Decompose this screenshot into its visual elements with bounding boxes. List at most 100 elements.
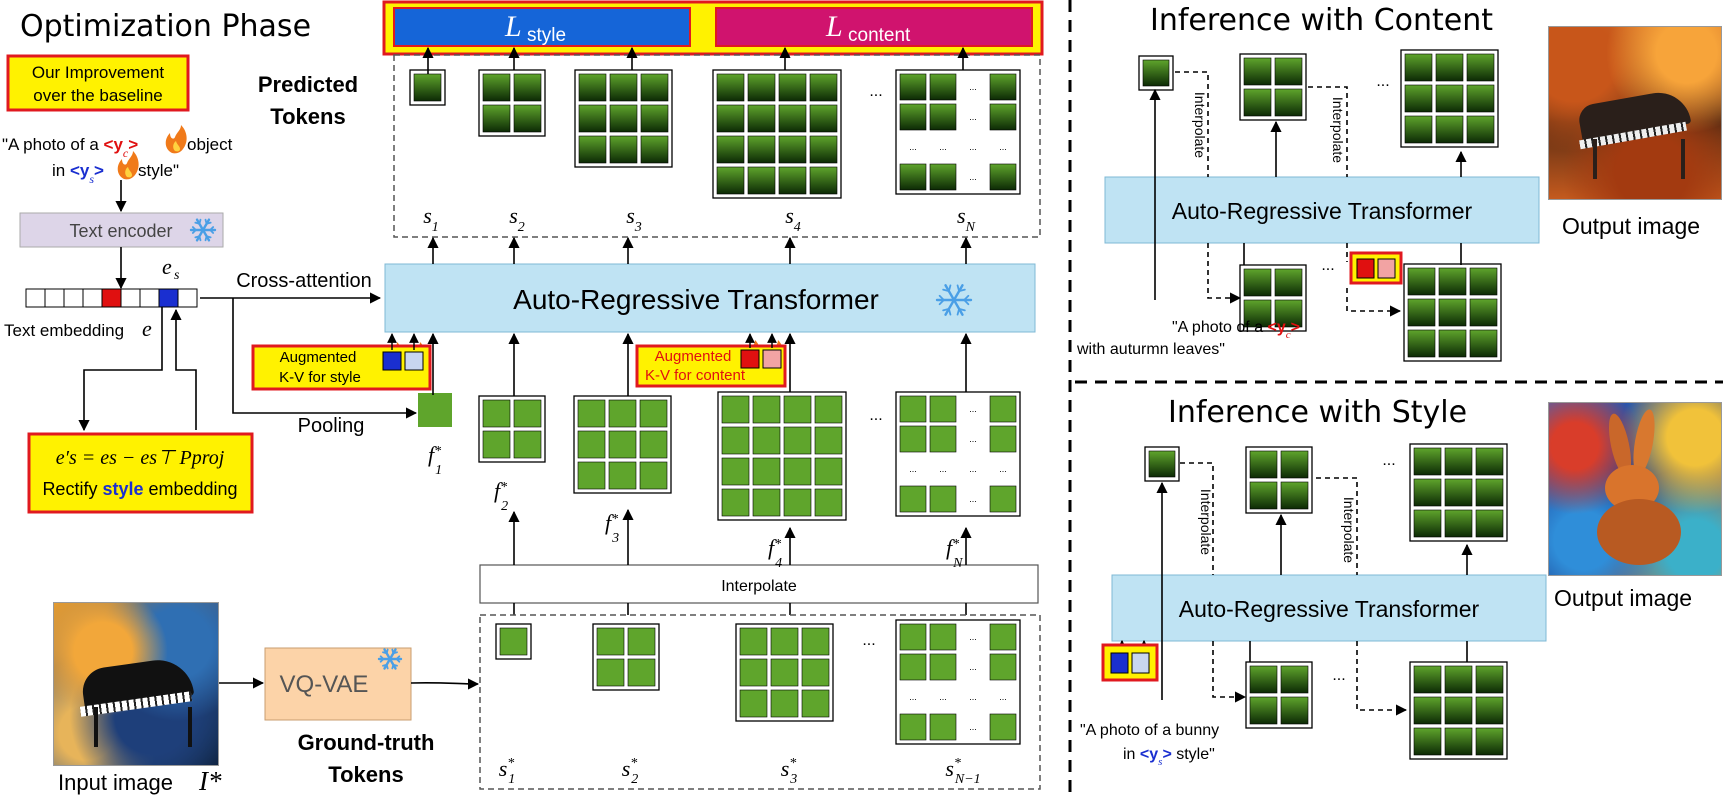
token xyxy=(752,488,781,517)
token-ellipsis: ... xyxy=(969,494,977,504)
augmented-content-line1: Augmented xyxy=(655,348,732,365)
token-grid xyxy=(573,395,672,494)
token xyxy=(1274,299,1303,328)
token xyxy=(639,430,668,459)
ground-truth-label-1: Ground-truth xyxy=(298,730,435,755)
f-star: * xyxy=(434,444,441,459)
content-transformer-label: Auto-Regressive Transformer xyxy=(1172,198,1473,224)
token xyxy=(989,713,1017,741)
augmented-style-line2: K-V for style xyxy=(279,369,361,386)
loss-style-L: L xyxy=(504,10,522,43)
prompt-ys-close: > xyxy=(94,161,104,180)
token-grid xyxy=(1409,443,1508,542)
token xyxy=(809,135,838,164)
rectify-box xyxy=(27,432,254,514)
token xyxy=(1142,59,1170,87)
token-grid xyxy=(1239,53,1307,121)
token xyxy=(1413,447,1442,476)
token-ellipsis: ... xyxy=(909,464,917,474)
f-label: f*N xyxy=(946,535,963,571)
token xyxy=(899,425,927,453)
token xyxy=(989,163,1017,191)
token-grid xyxy=(1138,55,1174,91)
token xyxy=(929,425,957,453)
token-ellipsis: ... xyxy=(969,82,977,92)
token xyxy=(721,457,750,486)
heading-inference-content: Inference with Content xyxy=(1150,3,1493,38)
token xyxy=(1435,84,1464,113)
token xyxy=(627,627,656,656)
token xyxy=(814,426,843,455)
token xyxy=(1249,450,1278,479)
text-embedding-symbol: e xyxy=(142,316,152,341)
vqvae-label: VQ-VAE xyxy=(280,671,369,698)
token xyxy=(1444,727,1473,756)
ellipsis: ... xyxy=(862,632,875,649)
token xyxy=(747,73,776,102)
augmented-style-line1: Augmented xyxy=(280,349,357,366)
token xyxy=(1475,478,1504,507)
style-prompt-style: style" xyxy=(1172,746,1215,763)
token-ellipsis: ... xyxy=(969,434,977,444)
prompt-part: "A photo of a xyxy=(2,135,104,154)
token xyxy=(513,399,542,428)
token xyxy=(1249,481,1278,510)
token xyxy=(1413,727,1442,756)
token-ellipsis: ... xyxy=(909,692,917,702)
token xyxy=(801,627,830,656)
token xyxy=(608,461,637,490)
arrow-vqvae-to-tokens xyxy=(410,678,480,690)
f-symbol: f xyxy=(946,535,955,560)
token xyxy=(770,658,799,687)
kv-content-value xyxy=(762,349,782,369)
token xyxy=(640,104,669,133)
token xyxy=(770,627,799,656)
token xyxy=(1274,88,1303,117)
svg-text:"A photo of a <yc>: "A photo of a <yc> xyxy=(2,135,138,160)
f-label: f*4 xyxy=(768,535,782,571)
token xyxy=(1404,115,1433,144)
f-subscript: N xyxy=(952,556,963,571)
text-encoder-label: Text encoder xyxy=(69,221,172,241)
token-grid: ..................... xyxy=(895,619,1021,745)
main-transformer xyxy=(384,263,1036,333)
token xyxy=(809,104,838,133)
prompt-yc: <y xyxy=(104,135,124,154)
legend-improvement: Our Improvement over the baseline xyxy=(6,54,190,112)
embedding-cell xyxy=(177,288,198,308)
token xyxy=(814,488,843,517)
token xyxy=(778,73,807,102)
kv-content-key xyxy=(740,349,760,369)
token-grid xyxy=(592,623,660,691)
token xyxy=(770,689,799,718)
content-output-label: Output image xyxy=(1562,213,1700,239)
pooling-label: Pooling xyxy=(298,415,365,437)
ellipsis: ... xyxy=(1376,73,1389,90)
token xyxy=(814,395,843,424)
predicted-tokens-label-2: Tokens xyxy=(270,104,345,129)
token-grid xyxy=(1239,264,1307,332)
embedding-cell xyxy=(158,288,179,308)
token xyxy=(721,426,750,455)
style-transformer-label: Auto-Regressive Transformer xyxy=(1179,596,1480,622)
ground-truth-label-2: Tokens xyxy=(328,762,403,787)
content-transformer xyxy=(1104,176,1540,244)
s-symbol: s xyxy=(626,203,635,228)
s-subscript: 3 xyxy=(634,220,642,235)
f-label: f*1 xyxy=(428,442,442,478)
token xyxy=(413,73,442,102)
token xyxy=(1413,696,1442,725)
token xyxy=(1444,478,1473,507)
token xyxy=(989,395,1017,423)
interpolate-label: Interpolate xyxy=(721,578,797,595)
token xyxy=(1444,509,1473,538)
f-symbol: f xyxy=(605,510,614,535)
token xyxy=(1438,267,1467,296)
style-interpolate-1: Interpolate xyxy=(1198,489,1214,555)
cross-attention-label: Cross-attention xyxy=(236,270,372,292)
token xyxy=(639,399,668,428)
token xyxy=(1438,329,1467,358)
style-interpolate-2: Interpolate xyxy=(1341,497,1357,563)
embedding-cell xyxy=(25,288,46,308)
